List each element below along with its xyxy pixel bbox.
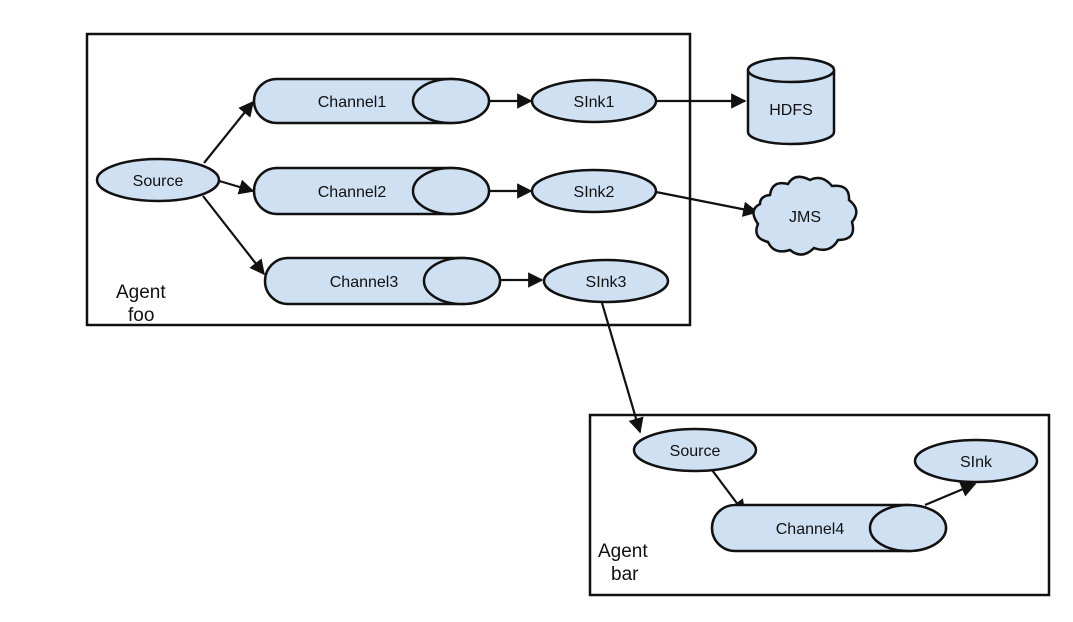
agent-bar-label-line2: bar	[611, 564, 639, 585]
channel3-label: Channel3	[330, 274, 399, 291]
sink2-node: SInk2	[530, 168, 658, 214]
agent-foo-label-line1: Agent	[116, 282, 166, 303]
edge-sink2-jms	[655, 190, 759, 217]
channel4-node: Channel4	[710, 503, 948, 553]
edge-source-channel3	[202, 195, 265, 276]
hdfs-node: HDFS	[746, 56, 836, 146]
sink3-node: SInk3	[542, 258, 670, 304]
edges	[202, 93, 977, 516]
bar-sink-label: SInk	[960, 454, 993, 471]
hdfs-label: HDFS	[769, 102, 813, 119]
channel1-node: Channel1	[252, 77, 491, 125]
agent-bar-label-line1: Agent	[598, 541, 648, 562]
bar-source-node: Source	[632, 427, 758, 473]
bar-source-label: Source	[670, 443, 721, 460]
edge-channel4-sink	[924, 482, 977, 507]
sink1-node: SInk1	[530, 78, 658, 124]
agent-bar-container: Agent bar	[588, 413, 1051, 597]
edge-sink3-bar-source	[600, 302, 644, 434]
sink3-label: SInk3	[586, 274, 627, 291]
channel3-node: Channel3	[263, 256, 502, 306]
source-label: Source	[133, 173, 184, 190]
source-node: Source	[95, 157, 221, 203]
jms-label: JMS	[789, 209, 821, 226]
channel2-node: Channel2	[252, 166, 491, 216]
jms-node: JMS	[752, 175, 858, 256]
agent-foo-label-line2: foo	[128, 305, 154, 326]
edge-source-channel1	[203, 100, 254, 164]
edge-source-channel2	[215, 178, 255, 195]
channel2-label: Channel2	[318, 184, 387, 201]
bar-sink-node: SInk	[913, 438, 1039, 484]
agent-foo-container: Agent foo	[85, 32, 692, 327]
channel1-label: Channel1	[318, 94, 387, 111]
sink1-label: SInk1	[574, 94, 615, 111]
channel4-label: Channel4	[776, 521, 845, 538]
sink2-label: SInk2	[574, 184, 615, 201]
